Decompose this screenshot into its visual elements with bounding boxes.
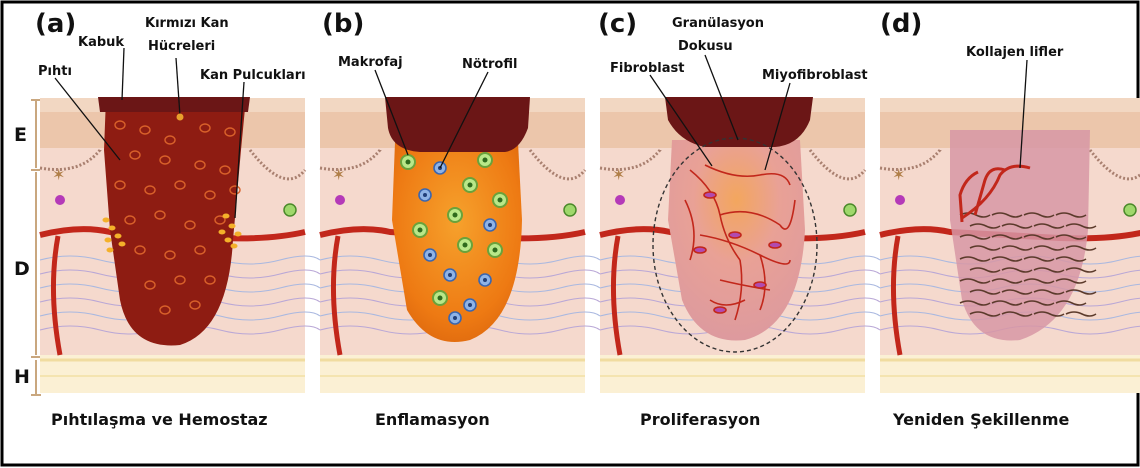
dermal-cell xyxy=(55,195,65,205)
neutrophil-nucleus xyxy=(448,273,452,277)
neutrophil-nucleus xyxy=(428,253,432,257)
label-dokusu: Dokusu xyxy=(678,39,733,54)
label-hucreleri: Hücreleri xyxy=(148,39,215,54)
label-miyofibroblast: Miyofibroblast xyxy=(762,68,868,83)
dermal-cell xyxy=(284,204,296,216)
platelet xyxy=(103,218,110,223)
rbc-pointer-dot xyxy=(177,114,184,121)
label-granulasyon: Granülasyon xyxy=(672,16,764,31)
dermal-cell xyxy=(1124,204,1136,216)
stratum-corneum xyxy=(880,98,1140,112)
platelet xyxy=(109,226,116,231)
label-makrofaj: Makrofaj xyxy=(338,55,403,70)
dermal-cell xyxy=(895,195,905,205)
macrophage-nucleus xyxy=(493,248,498,253)
macrophage-nucleus xyxy=(418,228,423,233)
platelet xyxy=(231,244,238,249)
neutrophil-nucleus xyxy=(483,278,487,282)
scab xyxy=(98,97,250,112)
scab xyxy=(385,97,530,152)
macrophage-nucleus xyxy=(406,160,411,165)
neutrophil-nucleus xyxy=(453,316,457,320)
layer-label-epidermis: E xyxy=(14,124,27,146)
caption-d: Yeniden Şekillenme xyxy=(892,410,1069,429)
caption-c: Proliferasyon xyxy=(640,410,760,429)
panel-letter-a: (a) xyxy=(35,9,76,39)
neutrophil-nucleus xyxy=(488,223,492,227)
label-kabuk: Kabuk xyxy=(78,35,124,50)
macrophage-nucleus xyxy=(438,296,443,301)
platelet xyxy=(107,248,114,253)
label-kirmizi-kan: Kırmızı Kan xyxy=(145,16,229,31)
fibroblast-cell xyxy=(714,307,726,313)
label-pihti: Pıhtı xyxy=(38,64,72,79)
platelet xyxy=(235,232,242,237)
dermal-cell xyxy=(844,204,856,216)
star-cell-icon: ✶ xyxy=(332,165,345,184)
layer-label-dermis: D xyxy=(14,258,30,280)
fibroblast-cell xyxy=(704,192,716,198)
platelet xyxy=(219,230,226,235)
macrophage-nucleus xyxy=(483,158,488,163)
label-kollajen-lifler: Kollajen lifler xyxy=(966,45,1064,60)
label-fibroblast: Fibroblast xyxy=(610,61,684,76)
platelet xyxy=(225,238,232,243)
platelet xyxy=(223,214,230,219)
layer-label-hypodermis: H xyxy=(14,366,30,388)
star-cell-icon: ✶ xyxy=(892,165,905,184)
platelet xyxy=(105,238,112,243)
label-notrofil: Nötrofil xyxy=(462,57,517,72)
caption-b: Enflamasyon xyxy=(375,410,490,429)
macrophage-nucleus xyxy=(468,183,473,188)
label-kan-pulcuklari: Kan Pulcukları xyxy=(200,68,306,83)
caption-a: Pıhtılaşma ve Hemostaz xyxy=(51,410,268,429)
macrophage-nucleus xyxy=(498,198,503,203)
dermal-cell xyxy=(615,195,625,205)
platelet xyxy=(229,224,236,229)
platelet xyxy=(115,234,122,239)
panel-letter-d: (d) xyxy=(880,9,922,39)
panel-letter-b: (b) xyxy=(322,9,364,39)
fibroblast-cell xyxy=(729,232,741,238)
neutrophil-nucleus xyxy=(468,303,472,307)
fibroblast-cell xyxy=(769,242,781,248)
macrophage-nucleus xyxy=(453,213,458,218)
fibroblast-cell xyxy=(694,247,706,253)
scab xyxy=(665,97,813,147)
neutrophil-nucleus xyxy=(423,193,427,197)
star-cell-icon: ✶ xyxy=(52,165,65,184)
macrophage-nucleus xyxy=(463,243,468,248)
fibroblast-cell xyxy=(754,282,766,288)
panel-letter-c: (c) xyxy=(598,9,637,39)
dermal-cell xyxy=(335,195,345,205)
star-cell-icon: ✶ xyxy=(612,165,625,184)
dermal-cell xyxy=(564,204,576,216)
platelet xyxy=(119,242,126,247)
